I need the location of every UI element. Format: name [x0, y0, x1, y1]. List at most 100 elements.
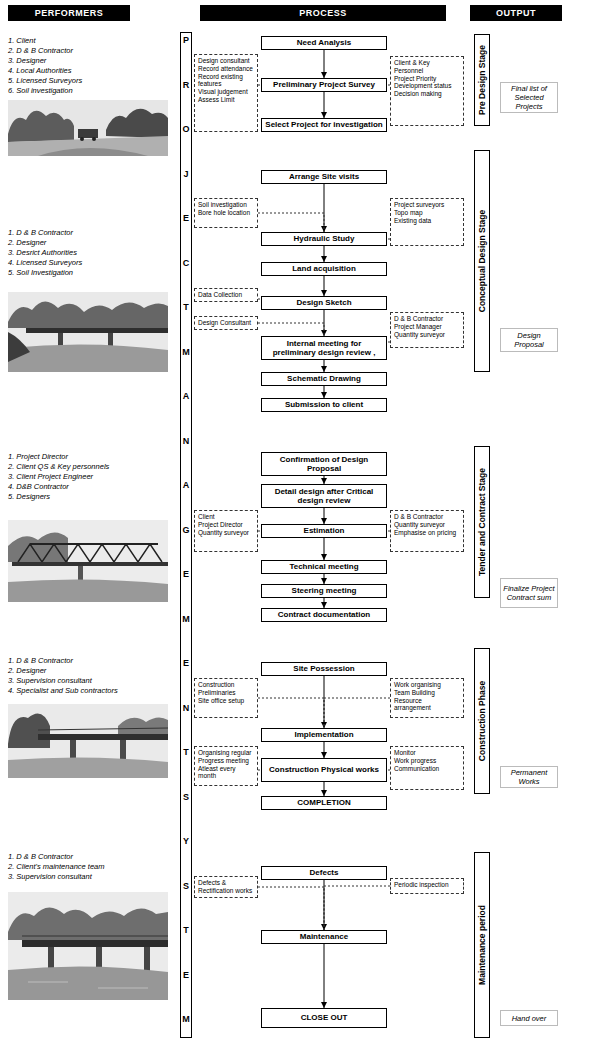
process-text: Internal meeting for preliminary design …: [264, 339, 384, 357]
river: [38, 148, 148, 156]
role-text: Project Manager: [394, 323, 460, 331]
performer-item: 2. Client's maintenance team: [8, 862, 104, 871]
column-header: PERFORMERS: [8, 5, 130, 21]
output-box: Finalize Project Contract sum: [500, 578, 558, 608]
process-text: Site Possession: [293, 664, 354, 673]
title-letter: S: [181, 881, 191, 892]
dotted-link: [324, 698, 390, 728]
performer-item: 3. Client Project Engineer: [8, 472, 93, 481]
river: [8, 966, 168, 1000]
title-letter: Y: [181, 836, 191, 847]
flow-arrow: [324, 276, 325, 296]
column-header: OUTPUT: [470, 5, 562, 21]
performer-item: 2. Client QS & Key personnels: [8, 462, 109, 471]
role-text: Quantity surveyor: [198, 529, 254, 537]
title-letter: M: [181, 1014, 191, 1025]
performer-item: 4. Specialist and Sub contractors: [8, 686, 118, 695]
process-box: Implementation: [261, 728, 387, 742]
role-text: Record existing features: [198, 73, 254, 89]
bridge-deck: [38, 734, 168, 740]
flow-arrow: [324, 50, 325, 78]
process-text: Design Sketch: [296, 298, 351, 307]
performer-item: 2. Designer: [8, 666, 46, 675]
title-letter: T: [181, 302, 191, 313]
role-text: Topo map: [394, 209, 460, 217]
performer-item: 4. Local Authorities: [8, 66, 72, 75]
photo-ground: [8, 520, 168, 602]
trees: [8, 301, 168, 328]
title-letter: N: [181, 436, 191, 447]
bridge-railing: [38, 728, 168, 730]
stage-box: Tender and Contract Stage: [474, 446, 490, 598]
dotted-link: [258, 698, 324, 728]
dotted-link: [258, 213, 324, 232]
process-text: Arrange Site visits: [289, 172, 359, 181]
role-box: Work organisingTeam BuildingResource arr…: [390, 678, 464, 718]
title-letter: O: [181, 124, 191, 135]
performer-item: 1. D & B Contractor: [8, 656, 73, 665]
role-box: ClientProject DirectorQuantity surveyor: [194, 510, 258, 552]
process-box: COMPLETION: [261, 796, 387, 810]
trees: [106, 109, 168, 138]
flow-arrow: [324, 360, 325, 372]
stage-label: Construction Phase: [477, 681, 487, 761]
performer-item: 1. D & B Contractor: [8, 228, 73, 237]
role-text: Visual judgement: [198, 88, 254, 96]
performer-item: 1. Client: [8, 36, 36, 45]
process-box: Hydraulic Study: [261, 232, 387, 246]
title-letter: C: [181, 258, 191, 269]
process-text: Need Analysis: [297, 38, 351, 47]
role-text: Assess Limit: [198, 96, 254, 104]
flow-arrow: [324, 742, 325, 758]
stage-label: Conceptual Design Stage: [477, 210, 487, 313]
role-text: Project Director: [198, 521, 254, 529]
vertical-title: PROJECTMANAGEMENTSYSTEM: [180, 32, 192, 1038]
output-text: Permanent Works: [503, 768, 555, 786]
role-text: Quantity surveyor: [394, 331, 460, 339]
trees: [118, 717, 168, 734]
process-box: Need Analysis: [261, 36, 387, 50]
stage-label: Maintenance period: [477, 905, 487, 985]
stage-box: Maintenance period: [474, 852, 490, 1038]
process-text: Contract documentation: [278, 610, 370, 619]
role-text: Site office setup: [198, 697, 254, 705]
title-letter: A: [181, 480, 191, 491]
process-box: Confirmation of Design Proposal: [261, 452, 387, 476]
embankment: [8, 332, 30, 362]
performer-item: 6. Soil investigation: [8, 86, 73, 95]
performer-item: 3. Designer: [8, 56, 46, 65]
output-text: Final list of Selected Projects: [503, 84, 555, 111]
title-letter: E: [181, 213, 191, 224]
process-box: Estimation: [261, 524, 387, 538]
role-box: Periodic inspection: [390, 878, 464, 894]
process-box: Construction Physical works: [261, 758, 387, 782]
flow-arrow: [324, 782, 325, 796]
bridge-deck: [22, 940, 168, 947]
river-bank: [8, 136, 168, 156]
role-text: Defects & Rectification works: [198, 879, 254, 895]
process-box: Design Sketch: [261, 296, 387, 310]
header-text: PERFORMERS: [35, 8, 104, 18]
role-text: Design consultant: [198, 57, 254, 65]
performer-item: 5. Designers: [8, 492, 50, 501]
role-box: Project surveyorsTopo mapExisting data: [390, 198, 464, 246]
performer-item: 1. Project Director: [8, 452, 68, 461]
role-text: Progress meeting: [198, 757, 254, 765]
process-box: Site Possession: [261, 662, 387, 676]
flow-arrow: [324, 386, 325, 398]
performer-item: 5. Soil Investigation: [8, 268, 73, 277]
role-text: Quantity surveyor: [394, 521, 460, 529]
trees: [8, 111, 74, 142]
process-text: Implementation: [294, 730, 353, 739]
trees: [8, 714, 50, 749]
water-reflection: [28, 982, 148, 988]
process-text: Detail design after Critical design revi…: [264, 487, 384, 505]
process-text: Land acquisition: [292, 264, 356, 273]
role-text: Emphasise on pricing: [394, 529, 460, 537]
flow-arrow: [324, 598, 325, 608]
process-box: Technical meeting: [261, 560, 387, 574]
process-text: Estimation: [304, 526, 345, 535]
performer-item: 1. D & B Contractor: [8, 852, 73, 861]
site-photo: [8, 520, 168, 602]
title-letter: J: [181, 169, 191, 180]
